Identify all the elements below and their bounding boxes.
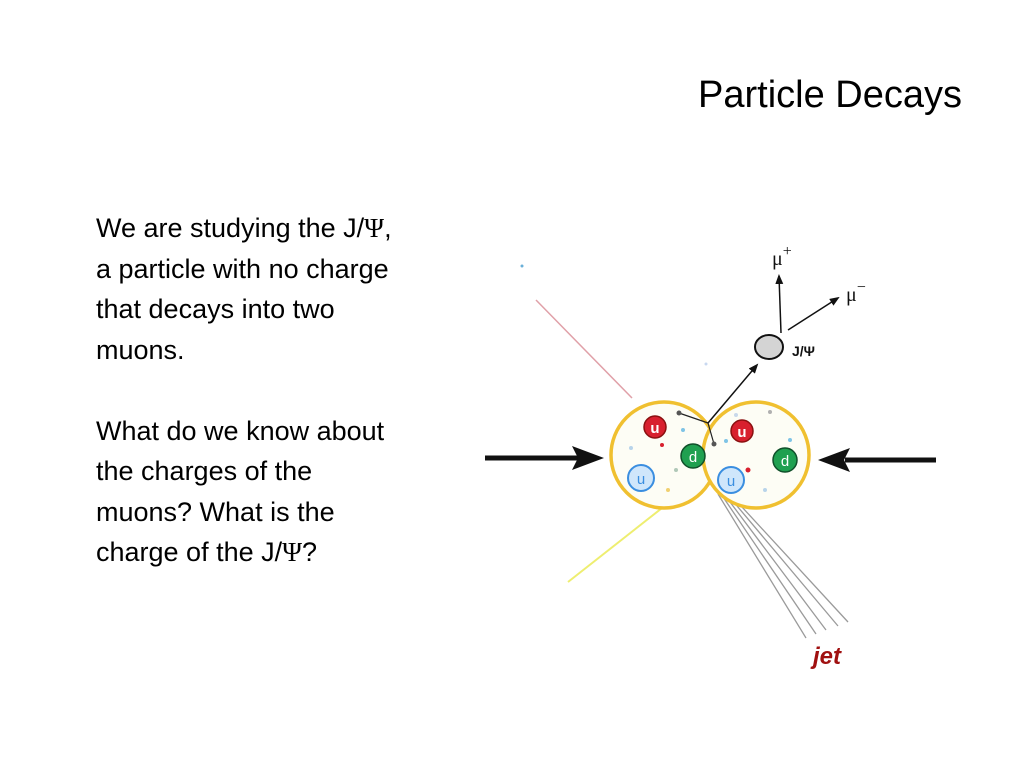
text-line: muons.	[96, 334, 185, 365]
psi-symbol: Ψ	[364, 213, 385, 243]
text-line: charge of the J/	[96, 537, 283, 567]
jpsi-track	[707, 363, 759, 424]
text-line: We are studying the J/	[96, 213, 365, 243]
mu-plus-track	[775, 274, 784, 334]
up-quark-label: u	[727, 473, 735, 490]
paragraph-question: What do we know about the charges of the…	[96, 411, 496, 573]
gluon-lines	[678, 412, 715, 445]
text-line: that decays into two	[96, 294, 335, 324]
body-text: We are studying the J/Ψ, a particle with…	[96, 208, 496, 573]
mu-plus-label: μ+	[772, 243, 792, 270]
down-quark-green	[680, 443, 706, 469]
text-line: a particle with no charge	[96, 253, 389, 284]
up-quark-label: u	[637, 471, 645, 488]
up-quark-red	[643, 415, 667, 439]
incoming-arrow-left	[485, 446, 604, 470]
jpsi-particle	[754, 334, 784, 360]
up-quark-blue	[717, 466, 745, 494]
slide-title: Particle Decays	[698, 74, 962, 116]
mu-minus-track	[787, 296, 840, 331]
up-quark-label: u	[737, 424, 746, 441]
up-quark-blue	[627, 464, 655, 492]
down-quark-label: d	[689, 449, 697, 466]
speck	[704, 362, 708, 366]
up-quark-red	[730, 419, 754, 443]
mu-minus-sup: −	[857, 279, 866, 296]
vertex-dot	[676, 410, 682, 416]
mu-plus-base: μ	[772, 248, 783, 270]
jpsi-label: J/Ψ	[792, 343, 815, 359]
incoming-arrow-right	[818, 448, 936, 472]
jet-lines	[717, 493, 849, 639]
down-quark-green	[772, 447, 798, 473]
psi-symbol: Ψ	[282, 537, 303, 567]
text-line: What do we know about	[96, 415, 385, 446]
text-line: the charges of the	[96, 456, 313, 486]
text-line: ?	[302, 537, 318, 567]
vertex-dot	[711, 441, 717, 447]
paragraph-intro: We are studying the J/Ψ, a particle with…	[96, 208, 496, 370]
text-line: muons? What is the	[96, 496, 335, 527]
down-quark-label: d	[781, 453, 789, 470]
jet-label: jet	[810, 643, 842, 670]
speck	[520, 264, 524, 268]
mu-minus-base: μ	[846, 284, 857, 306]
text-line: ,	[384, 213, 392, 243]
mu-minus-label: μ−	[846, 279, 866, 306]
mu-plus-sup: +	[783, 243, 792, 260]
up-quark-label: u	[650, 420, 659, 437]
pink-track	[535, 299, 633, 399]
